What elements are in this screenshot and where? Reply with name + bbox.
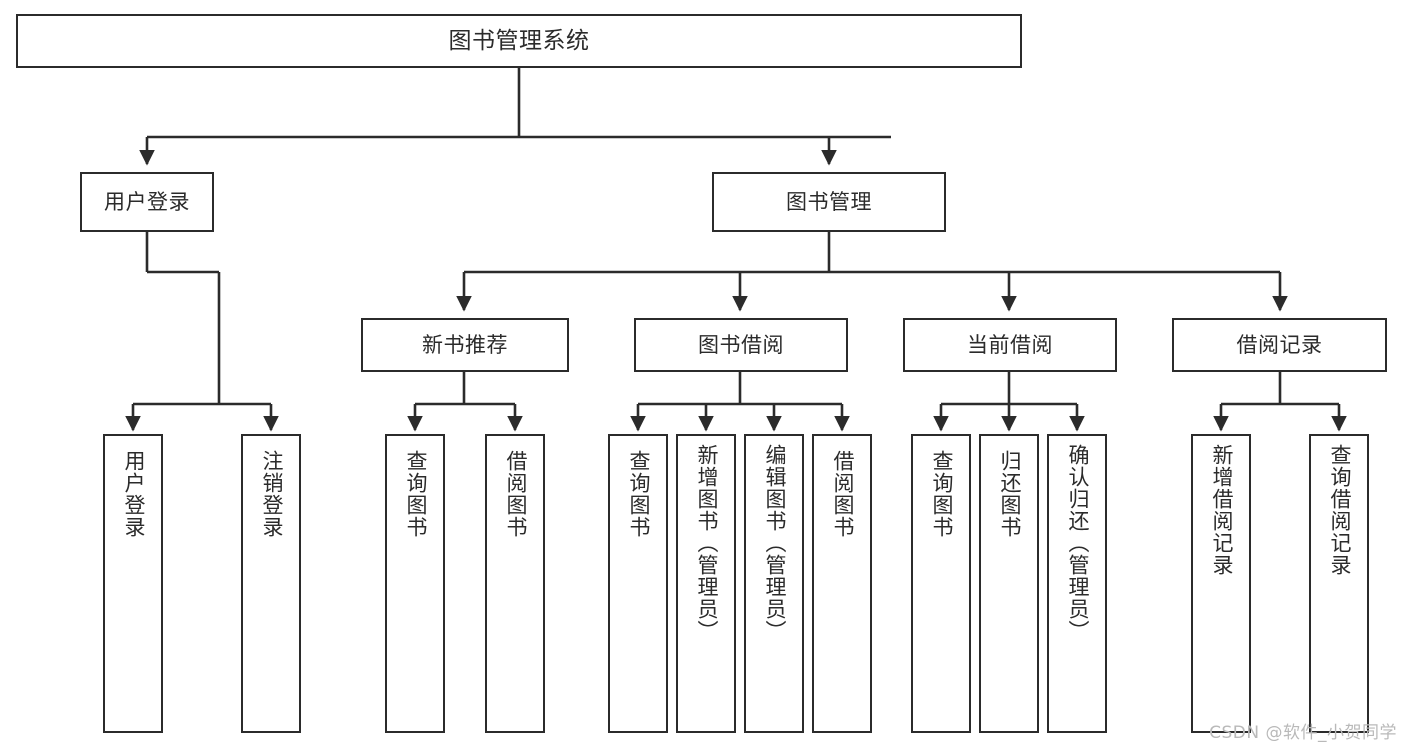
node-leaf-query-borrow-record[interactable]: 查询借阅记录 (1309, 434, 1369, 733)
node-user-login[interactable]: 用户登录 (80, 172, 214, 232)
node-book-borrow[interactable]: 图书借阅 (634, 318, 848, 372)
node-label: 确认归还（管理员） (1065, 444, 1090, 642)
node-label: 编辑图书（管理员） (762, 444, 787, 642)
node-leaf-confirm-return-admin[interactable]: 确认归还（管理员） (1047, 434, 1107, 733)
node-label: 图书管理系统 (448, 27, 590, 54)
node-leaf-query-book-current[interactable]: 查询图书 (911, 434, 971, 733)
node-label: 借阅图书 (503, 450, 528, 538)
node-label: 用户登录 (104, 189, 190, 214)
node-book-management[interactable]: 图书管理 (712, 172, 946, 232)
node-leaf-query-book[interactable]: 查询图书 (608, 434, 668, 733)
watermark: CSDN @软件_小贺同学 (1209, 723, 1397, 743)
node-leaf-borrow-book-recommend[interactable]: 借阅图书 (485, 434, 545, 733)
node-current-borrow[interactable]: 当前借阅 (903, 318, 1117, 372)
node-label: 归还图书 (997, 450, 1022, 538)
node-new-book-recommend[interactable]: 新书推荐 (361, 318, 569, 372)
node-label: 借阅记录 (1236, 332, 1323, 357)
node-label: 用户登录 (121, 450, 146, 538)
node-label: 查询图书 (929, 450, 954, 538)
node-leaf-user-login[interactable]: 用户登录 (103, 434, 163, 733)
node-leaf-edit-book-admin[interactable]: 编辑图书（管理员） (744, 434, 804, 733)
node-label: 查询图书 (403, 450, 428, 538)
node-leaf-borrow-book[interactable]: 借阅图书 (812, 434, 872, 733)
node-label: 借阅图书 (830, 450, 855, 538)
node-leaf-query-book-recommend[interactable]: 查询图书 (385, 434, 445, 733)
node-root-system[interactable]: 图书管理系统 (16, 14, 1022, 68)
node-label: 新增借阅记录 (1209, 444, 1234, 576)
node-label: 图书借阅 (698, 332, 784, 357)
node-label: 新书推荐 (422, 332, 508, 357)
node-label: 查询图书 (626, 450, 651, 538)
node-label: 图书管理 (786, 189, 872, 214)
node-label: 查询借阅记录 (1327, 444, 1352, 576)
node-leaf-add-borrow-record[interactable]: 新增借阅记录 (1191, 434, 1251, 733)
node-borrow-record[interactable]: 借阅记录 (1172, 318, 1387, 372)
node-leaf-return-book[interactable]: 归还图书 (979, 434, 1039, 733)
node-leaf-add-book-admin[interactable]: 新增图书（管理员） (676, 434, 736, 733)
node-label: 新增图书（管理员） (694, 444, 719, 642)
node-leaf-logout[interactable]: 注销登录 (241, 434, 301, 733)
node-label: 注销登录 (259, 450, 284, 538)
node-label: 当前借阅 (967, 332, 1053, 357)
